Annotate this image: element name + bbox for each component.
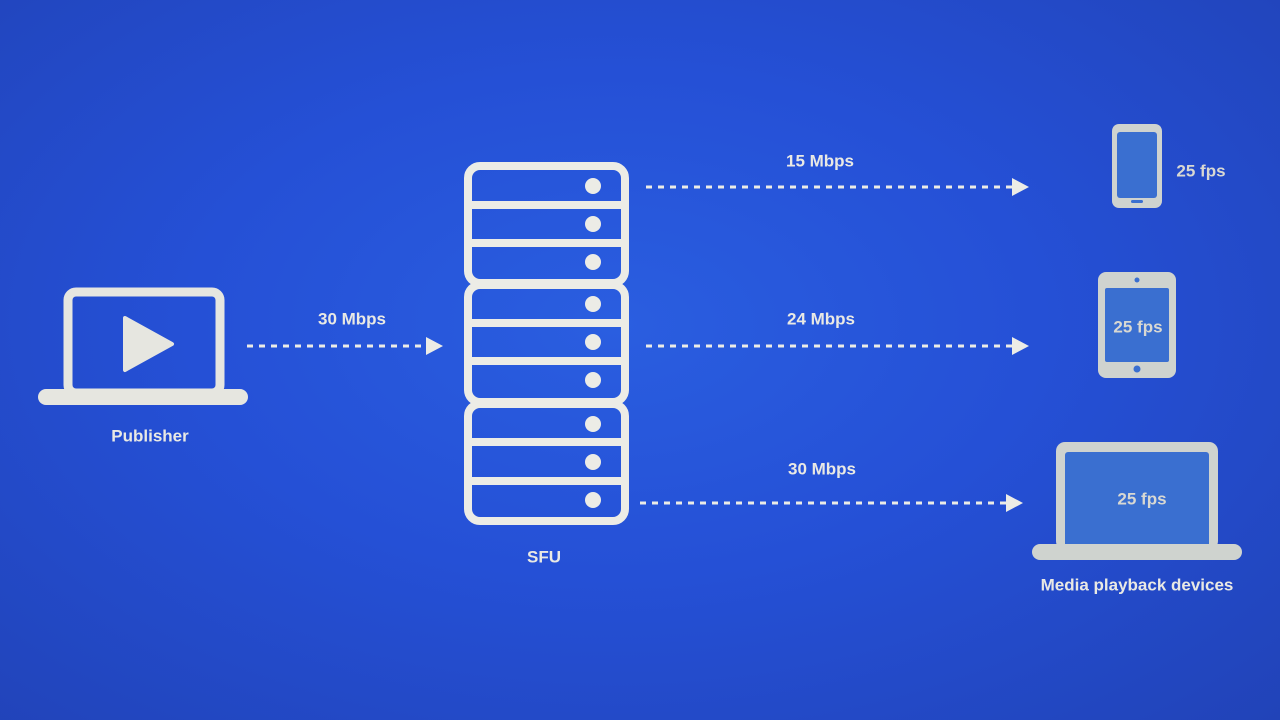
sfu-label: SFU [527,547,561,567]
arrow-head-icon [1012,337,1029,355]
arrow-head-icon [426,337,443,355]
tablet-icon [1098,272,1176,378]
arrow-sfu-to-phone [646,178,1029,196]
devices-label: Media playback devices [1040,575,1234,595]
phone-fps-label: 25 fps [1176,161,1226,181]
server-stack-icon [464,162,629,525]
laptop-play-icon [38,287,248,405]
arrow-head-icon [1006,494,1023,512]
arrow-head-icon [1012,178,1029,196]
arrow-sfu-to-laptop [640,494,1023,512]
sfu-to-laptop-rate: 30 Mbps [787,459,857,479]
sfu-to-phone-rate: 15 Mbps [785,151,855,171]
smartphone-icon [1112,124,1162,208]
laptop-fps-label: 25 fps [1117,489,1167,509]
arrow-publisher-to-sfu [247,337,443,355]
tablet-fps-label: 25 fps [1113,317,1163,337]
laptop-icon [1032,442,1242,560]
arrow-sfu-to-tablet [646,337,1029,355]
sfu-to-tablet-rate: 24 Mbps [786,309,856,329]
publisher-to-sfu-rate: 30 Mbps [317,309,387,329]
publisher-label: Publisher [111,426,189,446]
